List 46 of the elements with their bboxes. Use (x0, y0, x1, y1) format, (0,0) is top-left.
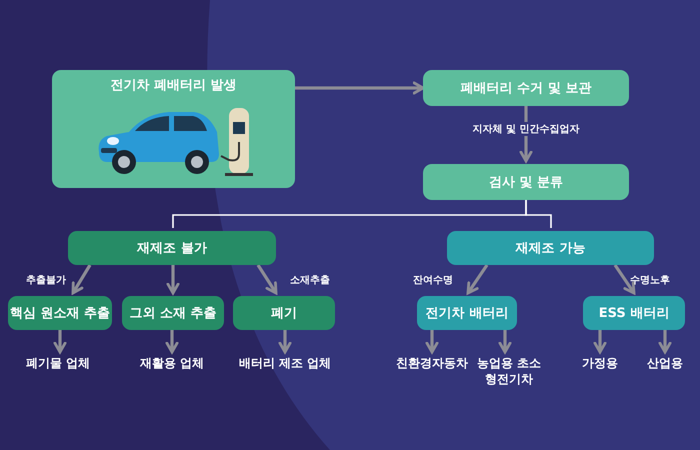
destination-label: 폐기물 업체 (26, 355, 90, 372)
arrow (614, 264, 636, 294)
edge-label: 추출불가 (25, 274, 67, 287)
process-box (423, 70, 629, 106)
destination-label: 농업용 초소형전기차 (476, 355, 542, 388)
arrow (278, 330, 292, 354)
edge-label: 소재추출 (289, 274, 331, 287)
box-label: 재제조 가능 (516, 240, 586, 257)
destination-label: 재활용 업체 (140, 355, 204, 372)
destination-label: 배터리 제조 업체 (238, 355, 332, 372)
process-box (122, 296, 224, 330)
box-label: 핵심 원소재 추출 (10, 305, 110, 322)
box-label: 전기차 폐배터리 발생 (110, 77, 237, 94)
connector-line (525, 200, 552, 228)
arrow (658, 330, 672, 354)
process-box (233, 296, 335, 330)
arrow (256, 264, 278, 294)
arrow (593, 330, 607, 354)
process-box (423, 164, 629, 200)
box-label: 전기차 배터리 (426, 305, 508, 322)
box-label: 재제조 불가 (137, 240, 207, 257)
arrow (466, 264, 488, 294)
process-box (417, 296, 517, 330)
box-label: 그외 소재 추출 (129, 305, 217, 322)
arrow (498, 330, 512, 354)
edge-label: 잔여수명 (412, 274, 454, 287)
arrow (165, 330, 179, 354)
box-label: 폐기 (271, 305, 297, 322)
arrow (72, 264, 92, 294)
process-box (68, 231, 276, 265)
process-box (8, 296, 112, 330)
destination-label: 친환경자동차 (396, 355, 468, 372)
process-box (583, 296, 685, 330)
process-box (447, 231, 654, 265)
process-box (52, 70, 295, 188)
arrow (166, 265, 180, 294)
arrow (425, 330, 439, 354)
box-label: 폐배터리 수거 및 보관 (460, 80, 592, 97)
arrow (295, 81, 424, 95)
box-label: ESS 배터리 (598, 305, 670, 322)
edge-label: 수명노후 (629, 274, 671, 287)
arrow (53, 330, 67, 354)
box-label: 검사 및 분류 (488, 174, 564, 191)
destination-label: 가정용 (582, 355, 618, 372)
edge-label: 지자체 및 민간수집업자 (470, 122, 582, 136)
destination-label: 산업용 (647, 355, 683, 372)
